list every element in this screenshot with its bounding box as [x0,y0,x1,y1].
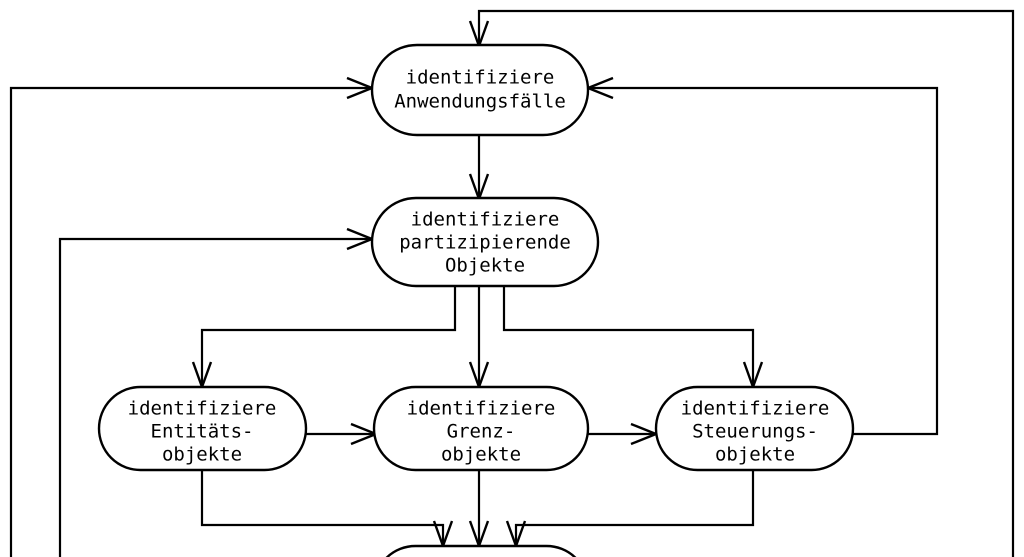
node-control-objects-shape[interactable] [654,385,855,472]
edge-control-objects-to-bottom-node [505,470,755,550]
node-entity-objects-line-1: identifiziere [128,398,277,420]
node-participating-objects-line-2: partizipierende [399,232,571,254]
node-control-objects-line-2: Steuerungs- [692,421,818,443]
node-entity-objects[interactable]: identifiziere Entitäts- objekte [97,385,308,472]
node-entity-objects-shape[interactable] [97,385,308,472]
node-use-cases-shape[interactable] [370,43,590,137]
edge-participating-objects-to-entity-objects [191,287,457,391]
node-participating-objects-shape[interactable] [370,196,600,288]
node-use-cases[interactable]: identifiziere Anwendungsfälle [370,43,590,137]
node-control-objects-line-3: objekte [715,444,795,466]
edge-path [9,86,370,557]
node-entity-objects-line-3: objekte [162,444,242,466]
node-boundary-objects-line-3: objekte [441,444,521,466]
node-use-cases-line-1: identifiziere [406,67,555,89]
edge-path [200,470,445,544]
node-use-cases-line-2: Anwendungsfälle [394,91,566,113]
edge-participating-objects-to-control-objects [502,287,764,391]
edge-control-objects-to-use-cases [584,76,939,436]
edge-participating-objects-to-boundary-objects [468,287,490,391]
node-bottom-partial[interactable] [374,544,588,557]
node-bottom-partial-shape[interactable] [374,544,588,557]
node-control-objects[interactable]: identifiziere Steuerungs- objekte [654,385,855,472]
edge-entity-objects-to-boundary-objects [306,422,380,446]
node-boundary-objects-line-1: identifiziere [407,398,556,420]
edge-boundary-objects-to-bottom-node [468,470,490,550]
node-participating-objects-line-3: Objekte [445,255,525,277]
node-control-objects-line-1: identifiziere [681,398,830,420]
node-entity-objects-line-2: Entitäts- [151,421,254,443]
edge-path [200,287,457,385]
node-layer: identifiziere Anwendungsfälle identifizi… [97,43,855,557]
edge-boundary-objects-to-control-objects [588,422,660,446]
edge-entity-objects-to-bottom-node [200,470,454,550]
edge-path [58,237,370,557]
node-participating-objects[interactable]: identifiziere partizipierende Objekte [370,196,600,288]
edge-offscreen-left-outer-to-use-cases [9,76,376,557]
edge-path [477,9,1015,557]
node-boundary-objects[interactable]: identifiziere Grenz- objekte [372,385,590,472]
node-participating-objects-line-1: identifiziere [411,209,560,231]
edge-use-cases-to-participating-objects [468,136,490,203]
edge-path [590,86,939,436]
node-boundary-objects-line-2: Grenz- [447,421,516,443]
edge-path [502,287,755,385]
node-boundary-objects-shape[interactable] [372,385,590,472]
edge-layer [9,9,1015,557]
edge-path [514,470,755,544]
